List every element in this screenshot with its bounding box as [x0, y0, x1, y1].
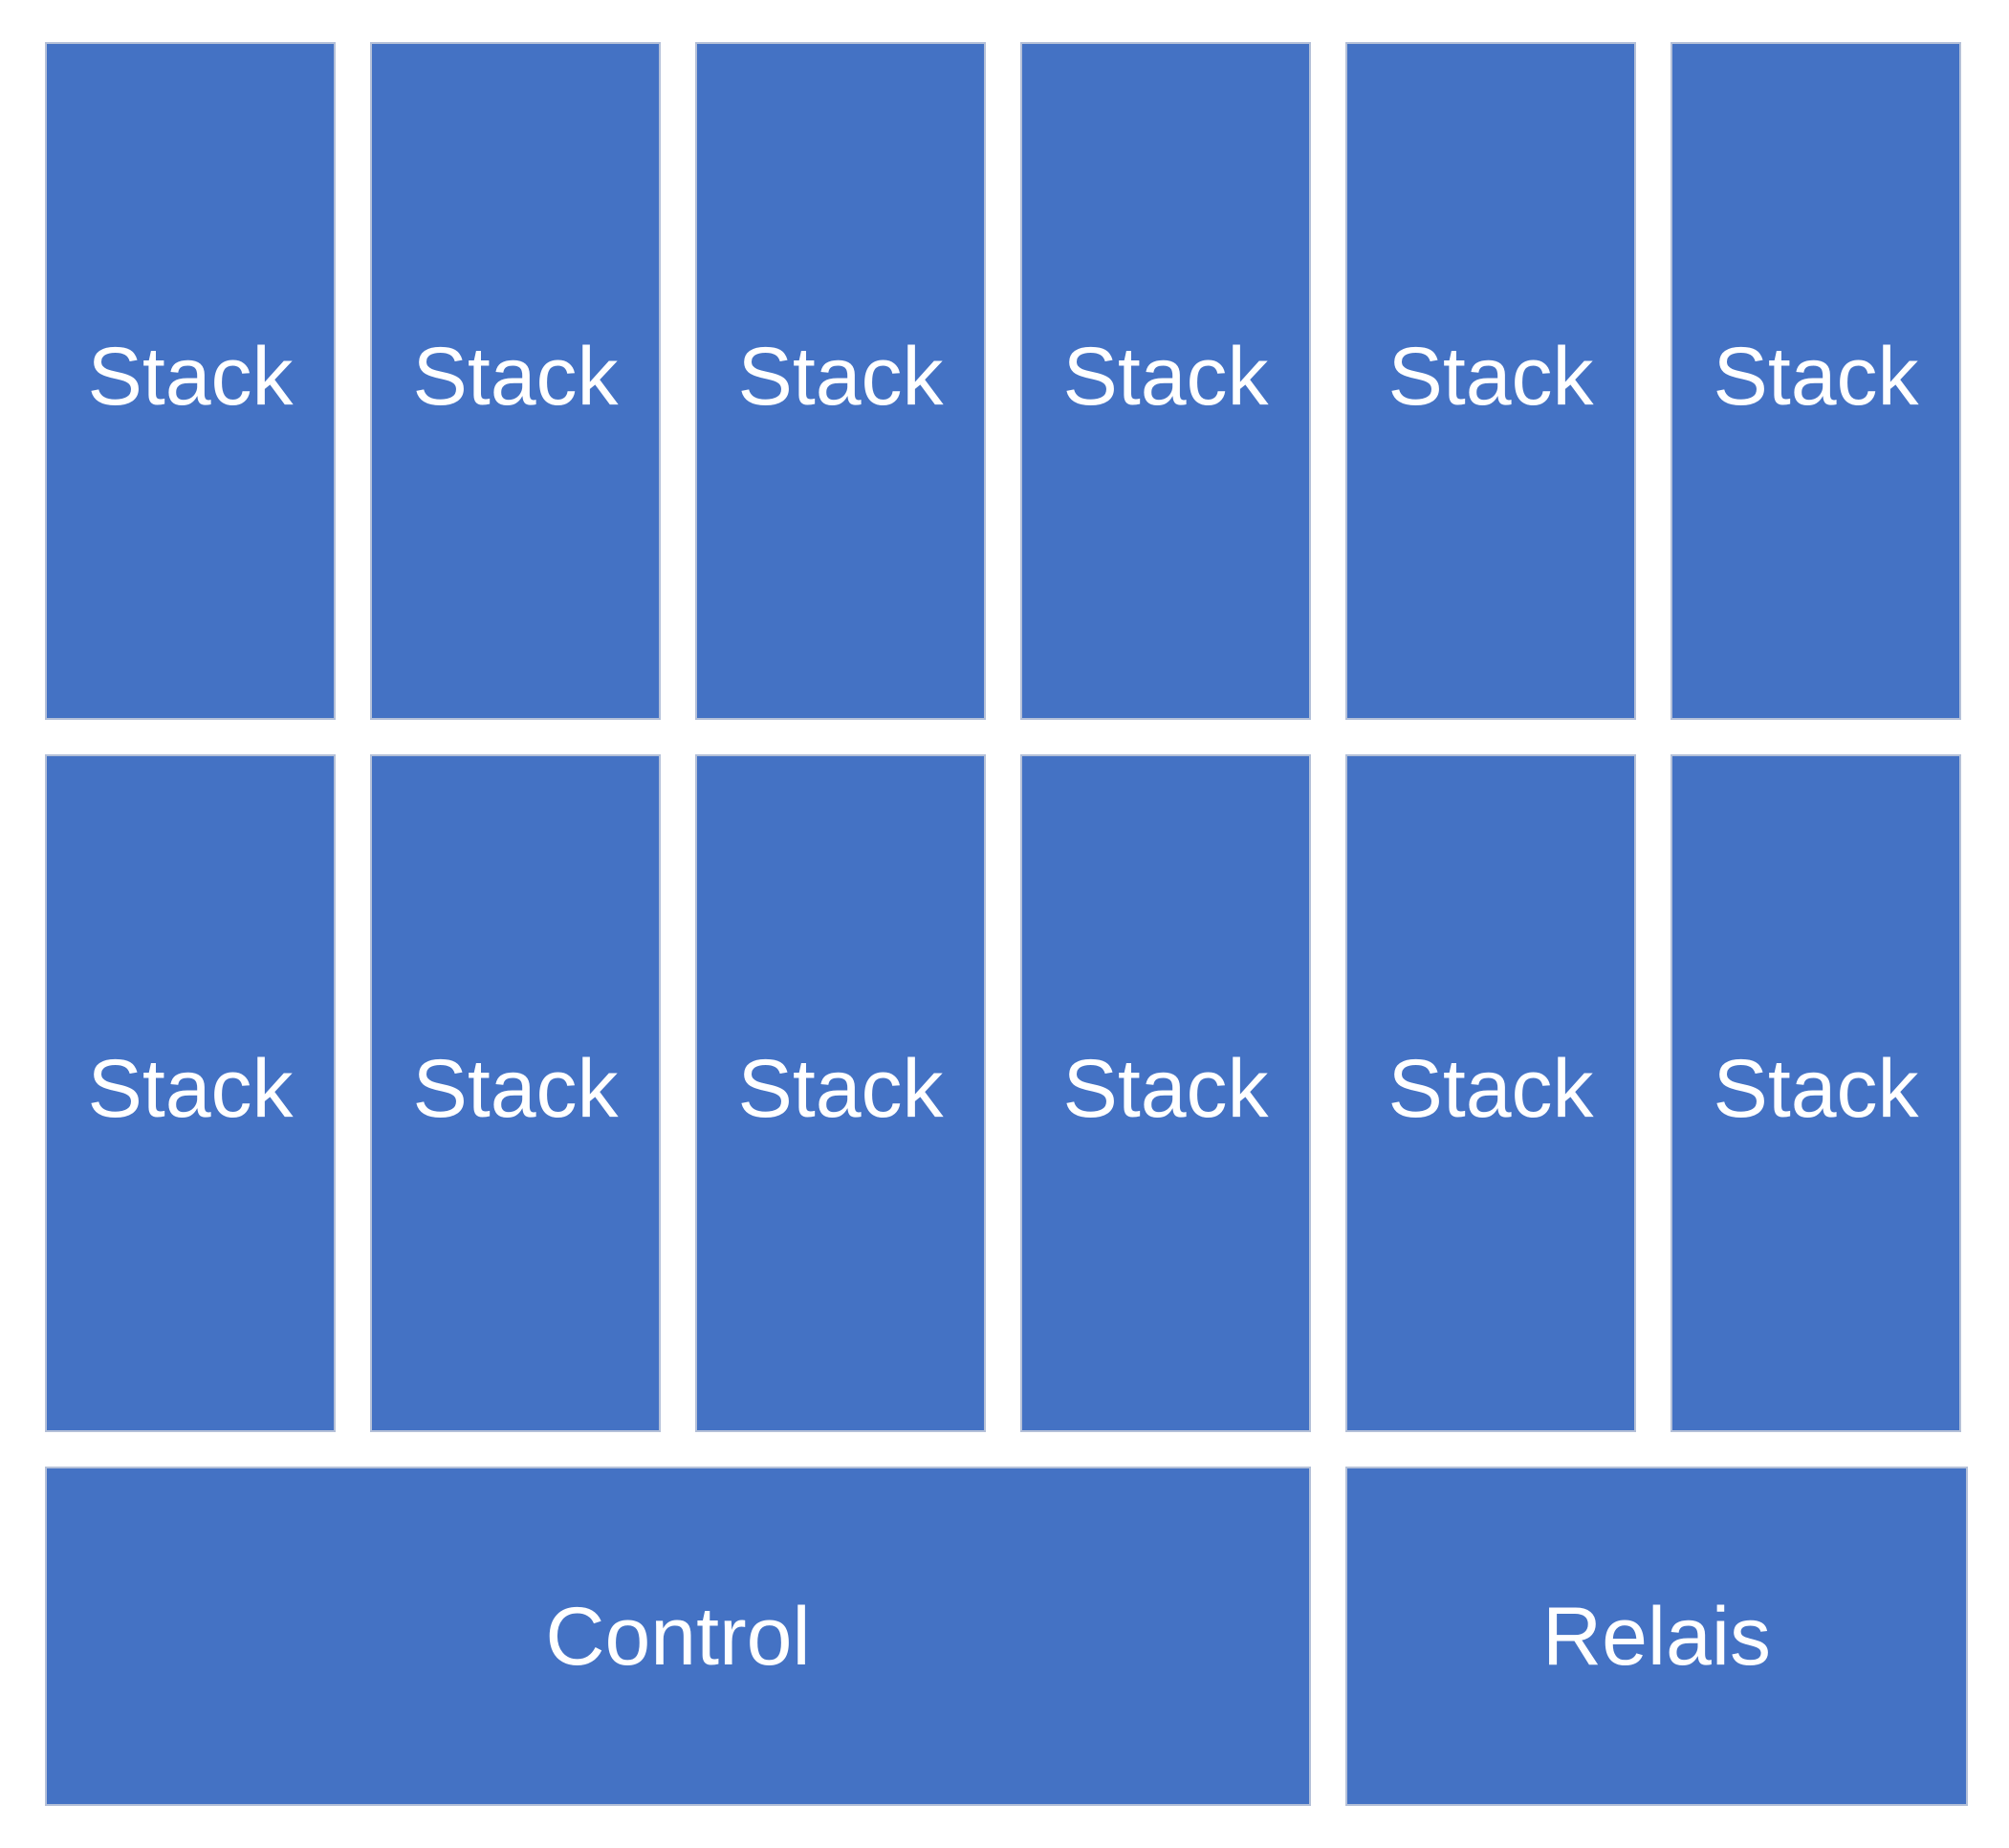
stack-label: Stack	[1713, 1043, 1919, 1135]
stack-block-row1-col4: Stack	[1020, 42, 1311, 720]
control-block: Control	[45, 1467, 1311, 1806]
stack-block-row2-col4: Stack	[1020, 754, 1311, 1432]
control-label: Control	[545, 1590, 811, 1683]
stack-label: Stack	[1713, 331, 1919, 423]
relais-block: Relais	[1345, 1467, 1968, 1806]
stack-label: Stack	[737, 1043, 944, 1135]
stack-label: Stack	[1387, 1043, 1594, 1135]
stack-block-row2-col3: Stack	[695, 754, 986, 1432]
stack-block-row2-col5: Stack	[1345, 754, 1636, 1432]
stack-label: Stack	[1062, 1043, 1269, 1135]
stack-block-row2-col2: Stack	[370, 754, 661, 1432]
stack-block-row1-col1: Stack	[45, 42, 336, 720]
stack-label: Stack	[412, 331, 619, 423]
stack-block-row1-col5: Stack	[1345, 42, 1636, 720]
stack-label: Stack	[412, 1043, 619, 1135]
stack-block-row2-col1: Stack	[45, 754, 336, 1432]
stack-block-row1-col6: Stack	[1671, 42, 1961, 720]
stack-block-row2-col6: Stack	[1671, 754, 1961, 1432]
stack-label: Stack	[1387, 331, 1594, 423]
stack-label: Stack	[737, 331, 944, 423]
relais-label: Relais	[1542, 1590, 1771, 1683]
stack-block-row1-col3: Stack	[695, 42, 986, 720]
stack-block-row1-col2: Stack	[370, 42, 661, 720]
stack-label: Stack	[87, 331, 294, 423]
stack-label: Stack	[1062, 331, 1269, 423]
stack-label: Stack	[87, 1043, 294, 1135]
